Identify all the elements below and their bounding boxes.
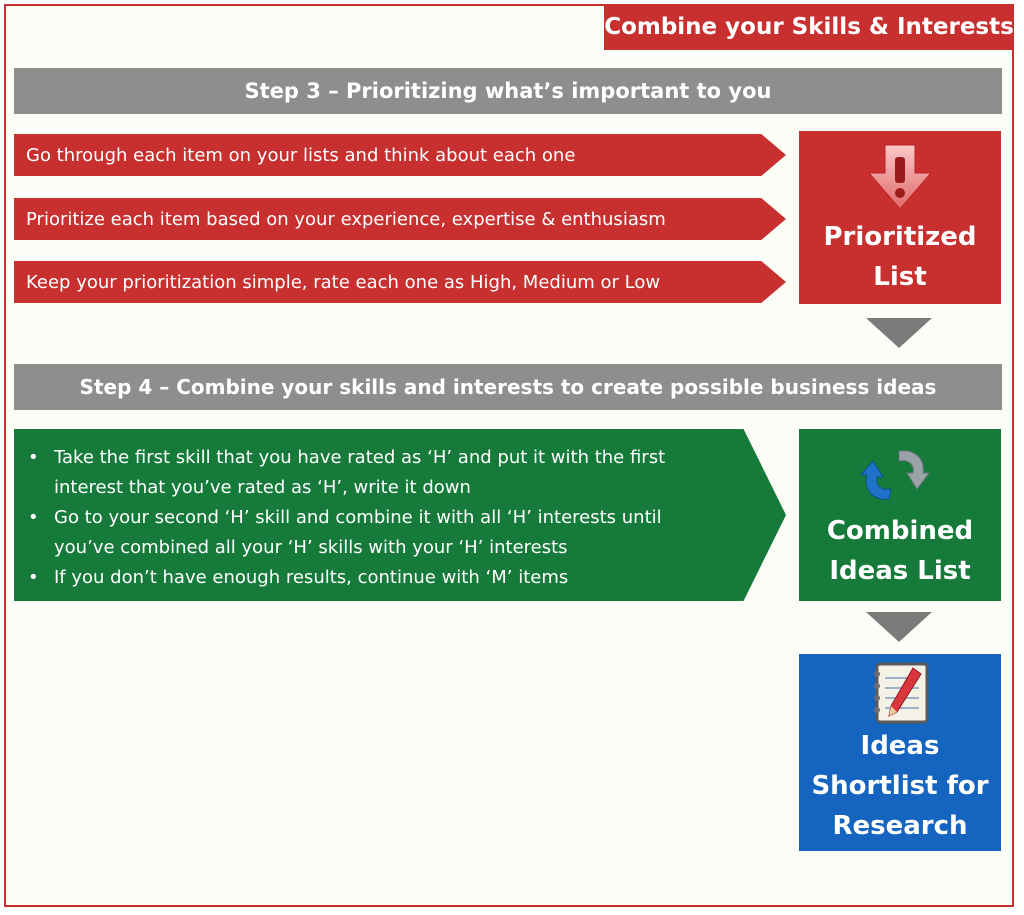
recycle-arrows-icon	[859, 450, 930, 500]
ideas-shortlist-box: Ideas Shortlist for Research	[799, 654, 1001, 851]
header-title: Combine your Skills & Interests	[604, 4, 1014, 50]
combined-ideas-box: Combined Ideas List	[799, 429, 1001, 601]
step3-item-1: Go through each item on your lists and t…	[14, 134, 786, 176]
step4-bullet-1: Take the first skill that you have rated…	[28, 443, 706, 503]
step4-instructions: Take the first skill that you have rated…	[14, 429, 786, 601]
prioritized-list-box: Prioritized List	[799, 131, 1001, 304]
step4-bullet-2: Go to your second ‘H’ skill and combine …	[28, 503, 706, 563]
step3-item-2: Prioritize each item based on your exper…	[14, 198, 786, 240]
step4-title: Step 4 – Combine your skills and interes…	[14, 364, 1002, 410]
step3-item-3: Keep your prioritization simple, rate ea…	[14, 261, 786, 303]
combined-ideas-label: Combined Ideas List	[826, 516, 974, 586]
step3-title: Step 3 – Prioritizing what’s important t…	[14, 68, 1002, 114]
step4-bullet-3: If you don’t have enough results, contin…	[28, 563, 706, 593]
ideas-shortlist-label: Ideas Shortlist for Research	[811, 731, 989, 841]
prioritized-list-label: Prioritized List	[823, 222, 977, 292]
exclamation-arrow-icon	[867, 144, 933, 210]
notepad-pencil-icon	[874, 662, 929, 724]
